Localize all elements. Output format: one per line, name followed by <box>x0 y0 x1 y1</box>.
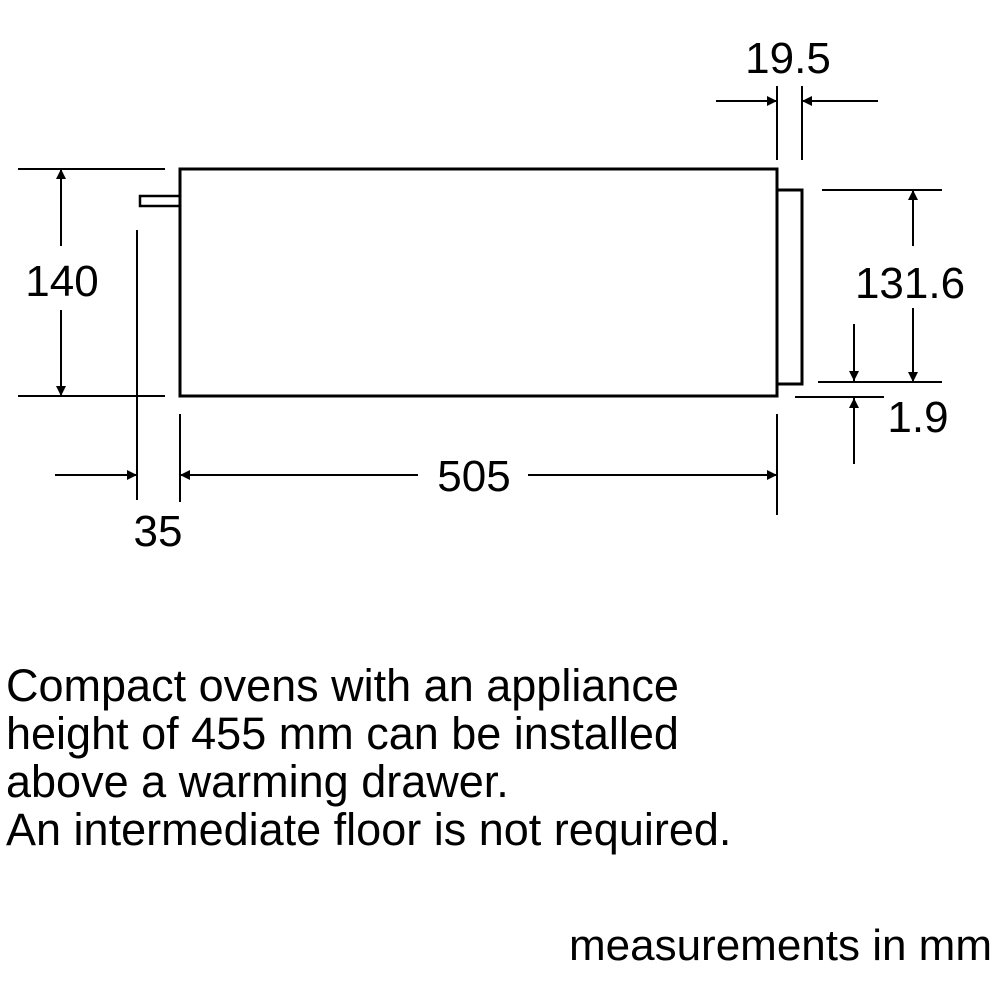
dim-front-offset-label: 35 <box>134 507 183 556</box>
dim-height-total: 140 <box>18 168 165 397</box>
drawer-body <box>178 167 779 398</box>
drawer-front-panel <box>775 188 804 386</box>
dim-bottom-offset-label: 1.9 <box>887 393 948 442</box>
note-line: An intermediate floor is not required. <box>6 804 732 855</box>
dim-front-height: 131.6 <box>818 189 965 383</box>
dim-height-total-label: 140 <box>25 257 98 306</box>
dim-top-gap-label: 19.5 <box>745 34 831 83</box>
dim-top-gap: 19.5 <box>716 34 878 160</box>
installation-note: Compact ovens with an appliance height o… <box>6 662 731 854</box>
dim-front-offset: 35 <box>55 230 182 556</box>
dimension-drawing: 19.5 140 131.6 1.9 505 35 <box>18 34 965 556</box>
note-line: Compact ovens with an appliance <box>6 660 679 711</box>
dim-depth-label: 505 <box>437 452 510 501</box>
dim-bottom-offset: 1.9 <box>795 324 949 464</box>
note-line: above a warming drawer. <box>6 756 509 807</box>
note-line: height of 455 mm can be installed <box>6 708 679 759</box>
units-label: measurements in mm <box>568 921 992 970</box>
dim-front-height-label: 131.6 <box>855 259 965 308</box>
rear-stub <box>138 194 182 208</box>
dim-depth: 505 <box>179 414 778 515</box>
